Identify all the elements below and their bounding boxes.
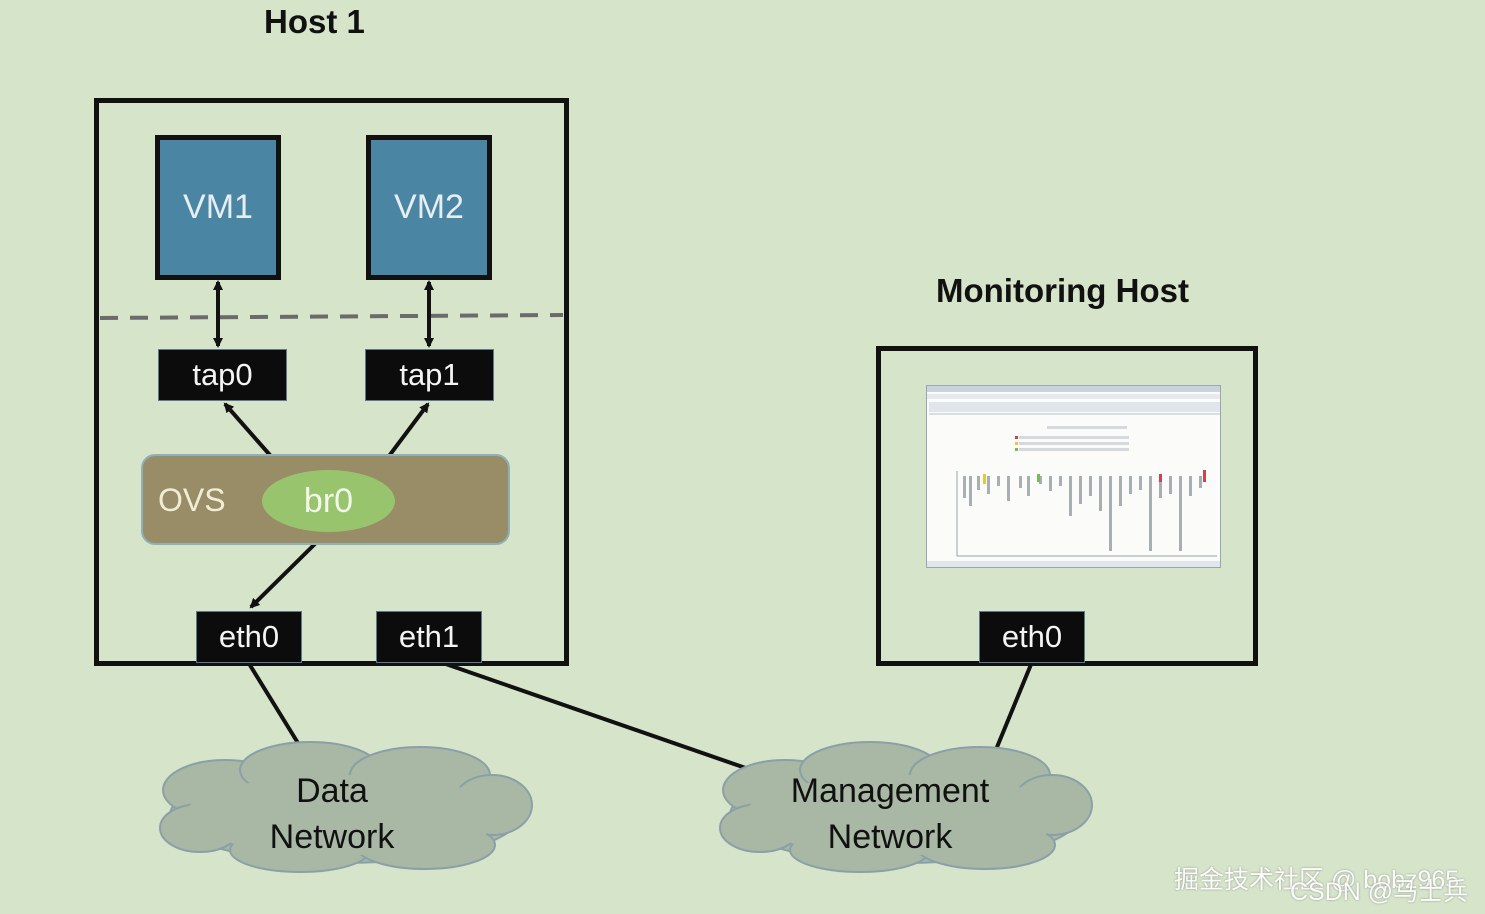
tap0-port: tap0 [158,349,287,401]
host1-title: Host 1 [264,3,365,40]
host1-eth1-port: eth1 [376,611,482,663]
host1-eth0-label: eth0 [218,619,280,654]
br0-eth0-link [249,532,327,609]
br0-label: br0 [303,481,354,520]
ovs-label: OVS [158,482,226,518]
tap1-label: tap1 [399,357,460,392]
data-network-line2: Network [269,818,395,856]
data-network-label: Data Network [232,768,432,860]
vm2-label: VM2 [394,188,464,226]
vm1-label: VM1 [183,188,253,226]
monitor-eth0-management-link [993,661,1034,753]
management-network-line1: Management [790,772,990,810]
data-network-line1: Data [296,772,368,810]
tap1-port: tap1 [365,349,494,401]
eth1-management-network-link [439,660,761,775]
monitor-eth0-port: eth0 [979,611,1085,663]
tap0-label: tap0 [192,357,253,392]
monitoring-host-title: Monitoring Host [936,272,1189,309]
hypervisor-divider [99,313,564,320]
vm2-box: VM2 [366,135,492,280]
vm1-box: VM1 [155,135,281,280]
monitor-eth0-label: eth0 [1001,619,1063,654]
monitoring-screenshot-graphic [927,386,1220,567]
watermark-juejin: 掘金技术社区 @ bobz965 [1174,866,1460,894]
management-network-line2: Network [827,818,953,856]
eth0-data-network-link [246,660,308,758]
monitoring-host-frame [876,346,1258,666]
br0-bridge: br0 [262,470,395,532]
monitoring-screenshot-thumbnail [926,385,1221,568]
host1-frame [94,98,569,666]
management-network-label: Management Network [770,768,1010,860]
host1-eth1-label: eth1 [398,619,460,654]
host1-eth0-port: eth0 [196,611,302,663]
thumbnail-bars [963,476,1202,551]
watermark-csdn: CSDN @马士兵 [1290,878,1469,906]
